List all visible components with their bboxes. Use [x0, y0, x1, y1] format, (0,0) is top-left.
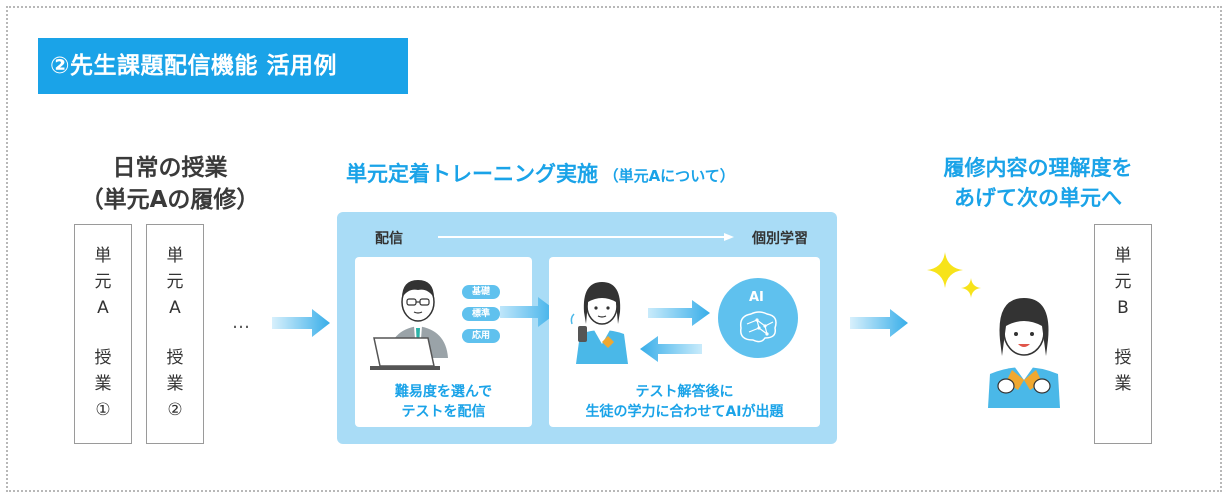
arrow-right-icon: [850, 308, 908, 338]
right-heading-line1: 履修内容の理解度を: [918, 152, 1158, 182]
card-char: 授: [1115, 345, 1132, 371]
card-char: 授: [167, 345, 184, 371]
card-char: ②: [167, 397, 182, 423]
card-char: A: [97, 295, 109, 321]
panel2-caption-line2: 生徒の学力に合わせてAIが出題: [549, 402, 820, 422]
left-heading-line2: （単元Aの履修）: [70, 184, 270, 216]
student-illustration: [566, 272, 638, 366]
left-heading-line1: 日常の授業: [100, 152, 240, 184]
ellipsis: …: [232, 312, 251, 333]
page-title: ②先生課題配信機能 活用例: [38, 38, 408, 94]
flow-start-label: 配信: [375, 228, 403, 248]
card-char: 業: [167, 371, 184, 397]
card-char: 授: [95, 345, 112, 371]
card-char: ①: [95, 397, 110, 423]
level-tag-advanced: 応用: [462, 329, 500, 343]
unit-a-card-1: 単 元 A 授 業 ①: [74, 224, 132, 444]
level-tag-basic: 基礎: [462, 285, 500, 299]
center-heading-sub: （単元Aについて）: [604, 167, 735, 185]
flow-end-label: 個別学習: [752, 228, 808, 248]
panel1-caption-line2: テストを配信: [355, 402, 532, 422]
teacher-illustration: [370, 266, 466, 372]
happy-student-illustration: [980, 290, 1068, 408]
card-char: 単: [167, 243, 184, 269]
level-tag-standard: 標準: [462, 307, 500, 321]
card-char: 元: [95, 269, 112, 295]
card-char: 元: [1115, 269, 1132, 295]
right-heading-line2: あげて次の単元へ: [918, 182, 1158, 212]
unit-b-card: 単 元 B 授 業: [1094, 224, 1152, 444]
card-char: A: [169, 295, 181, 321]
card-char: B: [1117, 295, 1129, 321]
panel1-caption-line1: 難易度を選んで: [355, 382, 532, 402]
flow-arrow-line: [438, 233, 734, 241]
arrow-right-icon: [272, 308, 330, 338]
card-char: 業: [1115, 371, 1132, 397]
card-char: 業: [95, 371, 112, 397]
card-char: 単: [95, 243, 112, 269]
ai-brain-icon: [735, 310, 781, 344]
arrow-left-icon: [640, 336, 702, 362]
unit-a-card-2: 単 元 A 授 業 ②: [146, 224, 204, 444]
card-char: 元: [167, 269, 184, 295]
card-char: 単: [1115, 243, 1132, 269]
sparkle-icon: [925, 252, 987, 304]
center-heading-main: 単元定着トレーニング実施: [346, 162, 598, 186]
panel2-caption-line1: テスト解答後に: [549, 382, 820, 402]
ai-label: AI: [749, 290, 764, 305]
center-heading: 単元定着トレーニング実施 （単元Aについて）: [346, 158, 846, 188]
arrow-right-icon: [648, 300, 710, 326]
